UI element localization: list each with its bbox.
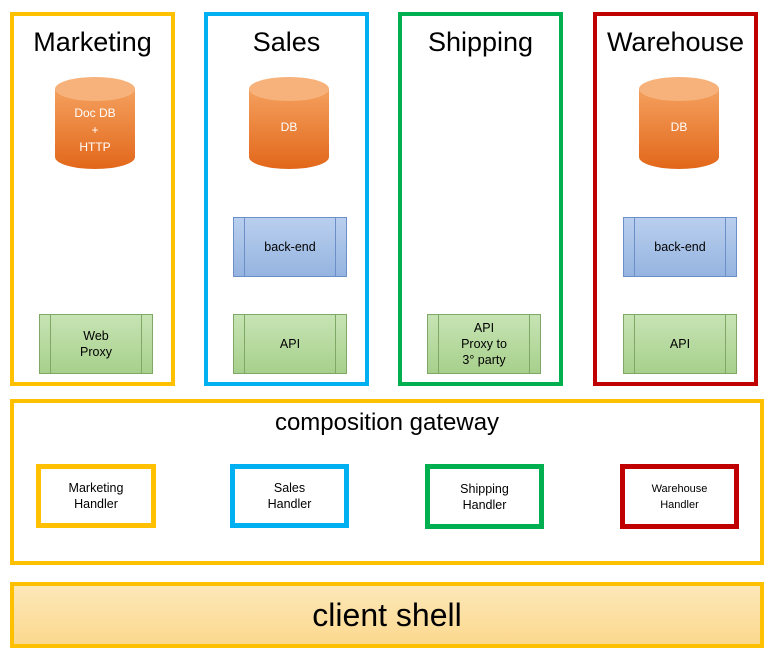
shipping-context: Shipping [398,12,563,386]
sales-context: Sales [204,12,369,386]
warehouse-context: Warehouse [593,12,758,386]
sales-db-label: DB [280,120,298,134]
shipping-title: Shipping [427,27,534,57]
sales-handler: Sales Handler [230,464,349,528]
marketing-db-cylinder: Doc DB + HTTP [55,77,135,169]
shipping-handler: Shipping Handler [425,464,544,529]
warehouse-db-label: DB [670,120,688,134]
sales-backend: back-end [233,217,347,277]
shipping-api-proxy: API Proxy to 3° party [427,314,541,374]
marketing-title: Marketing [33,27,152,57]
composition-gateway [10,399,764,565]
warehouse-db-cylinder: DB [639,77,719,169]
warehouse-title: Warehouse [606,27,745,57]
sales-api: API [233,314,347,374]
warehouse-api: API [623,314,737,374]
marketing-web-proxy: Web Proxy [39,314,153,374]
warehouse-backend: back-end [623,217,737,277]
sales-title: Sales [252,27,321,57]
sales-db-cylinder: DB [249,77,329,169]
client-shell: client shell [10,582,764,648]
marketing-db-label: Doc DB + HTTP [74,106,116,154]
marketing-handler: Marketing Handler [36,464,156,528]
gateway-title: composition gateway [274,409,500,436]
warehouse-handler: Warehouse Handler [620,464,739,529]
marketing-context: Marketing [10,12,175,386]
